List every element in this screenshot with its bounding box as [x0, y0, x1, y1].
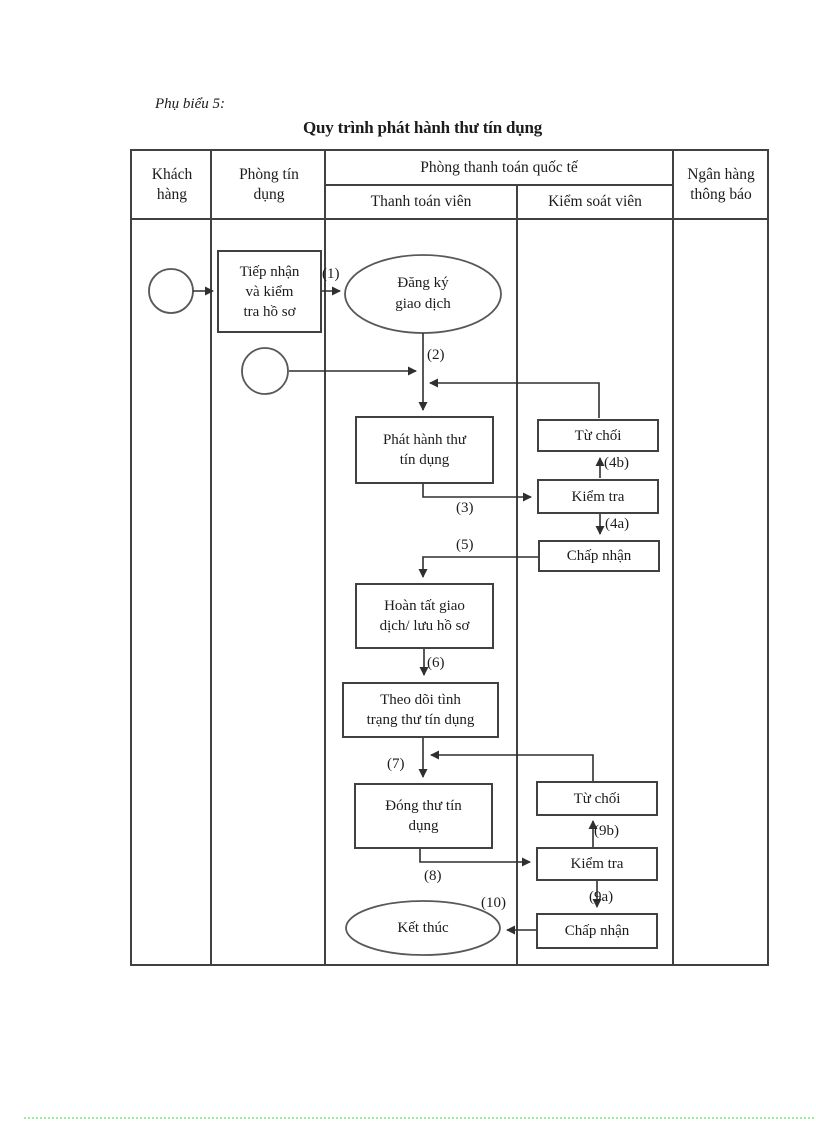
footer-dotted-divider — [24, 1117, 814, 1119]
step-label-9a: (9a) — [589, 889, 614, 905]
node-text-line: Từ chối — [573, 790, 621, 807]
node-text-line: dịch/ lưu hồ sơ — [379, 618, 470, 634]
lane-header-line: hàng — [156, 186, 188, 203]
node-text-line: Chấp nhận — [566, 548, 632, 564]
lane-header-payment-officer: Thanh toán viên — [327, 186, 515, 218]
node-text-line: Theo dõi tình — [380, 692, 461, 708]
node-text-line: dụng — [408, 818, 439, 834]
connector-reject2-return — [430, 750, 594, 781]
node-text-line: Đóng thư tín — [385, 798, 462, 814]
step-label-4b: (4b) — [604, 455, 629, 471]
node-text-line: Kết thúc — [397, 919, 449, 936]
step-label-2: (2) — [427, 347, 445, 363]
node-text-line: tín dụng — [399, 452, 450, 468]
table-frame — [130, 149, 769, 966]
node-accept-1: Chấp nhận — [538, 540, 660, 572]
lane-header-intl-payment-dept: Phòng thanh toán quốc tế — [327, 151, 671, 184]
node-text-line: Phát hành thư — [382, 432, 467, 448]
page-title: Quy trình phát hành thư tín dụng — [303, 118, 543, 137]
node-reject-1: Từ chối — [537, 419, 659, 452]
lane-header-controller: Kiểm soát viên — [519, 186, 671, 218]
step-label-3: (3) — [456, 500, 474, 516]
node-end: Kết thúc — [347, 916, 499, 940]
step-label-9b: (9b) — [594, 823, 619, 839]
lane-header-line: Ngân hàng — [687, 166, 755, 183]
terminator-shapes — [148, 254, 502, 956]
node-accept-2: Chấp nhận — [536, 913, 658, 949]
node-text-line: giao dịch — [395, 295, 451, 312]
connector-8-close-to-check2 — [419, 849, 531, 867]
start-circle-1 — [148, 268, 194, 314]
node-complete-transaction: Hoàn tất giao dịch/ lưu hồ sơ — [355, 583, 494, 649]
lane-header-line: Phòng tín — [239, 166, 299, 183]
connector-reject1-return — [429, 378, 600, 418]
connectors — [193, 286, 605, 935]
node-text-line: trạng thư tín dụng — [366, 712, 475, 728]
lane-header-advising-bank: Ngân hàng thông báo — [675, 152, 767, 218]
step-label-7: (7) — [387, 756, 405, 772]
node-check-1: Kiểm tra — [537, 479, 659, 514]
lane-header-line: Phòng thanh toán quốc tế — [420, 158, 578, 176]
node-register-transaction: Đăng ký giao dịch — [347, 271, 499, 316]
node-text-line: Từ chối — [574, 427, 622, 444]
end-ellipse — [345, 900, 501, 956]
lane-header-customer: Khách hàng — [133, 152, 211, 218]
node-close-letter-of-credit: Đóng thư tín dụng — [354, 783, 493, 849]
start-circle-2 — [241, 347, 289, 395]
node-text-line: Tiếp nhận — [239, 263, 300, 280]
lane-header-line: Kiểm soát viên — [548, 193, 642, 210]
node-reject-2: Từ chối — [536, 781, 658, 816]
node-text-line: Kiểm tra — [571, 488, 625, 505]
connector-5-accept1-to-complete — [418, 556, 538, 578]
node-text-line: Kiểm tra — [570, 856, 624, 872]
step-label-10: (10) — [481, 895, 506, 911]
node-issue-letter-of-credit: Phát hành thư tín dụng — [355, 416, 494, 484]
node-receive-check-documents: Tiếp nhận và kiểm tra hồ sơ — [217, 250, 322, 333]
node-text-line: Đăng ký — [397, 274, 449, 291]
appendix-caption: Phụ biểu 5: — [155, 96, 225, 112]
node-text-line: tra hồ sơ — [243, 303, 296, 320]
step-label-5: (5) — [456, 537, 474, 553]
step-label-8: (8) — [424, 868, 442, 884]
step-label-4a: (4a) — [605, 516, 630, 532]
step-label-6: (6) — [427, 655, 445, 671]
node-track-status: Theo dõi tình trạng thư tín dụng — [342, 682, 499, 738]
lane-header-line: thông báo — [690, 186, 752, 203]
node-check-2: Kiểm tra — [536, 847, 658, 881]
connector-3-issue-to-check1 — [422, 483, 532, 502]
node-text-line: Hoàn tất giao — [384, 598, 465, 614]
node-text-line: và kiểm — [245, 283, 294, 300]
swimlane-grid — [130, 149, 769, 966]
lane-header-line: Khách — [151, 166, 193, 183]
step-label-1: (1) — [322, 266, 340, 282]
lane-header-line: dụng — [253, 186, 285, 203]
lane-header-line: Thanh toán viên — [370, 193, 472, 210]
node-text-line: Chấp nhận — [564, 923, 630, 939]
lane-header-credit-dept: Phòng tín dụng — [213, 152, 325, 218]
